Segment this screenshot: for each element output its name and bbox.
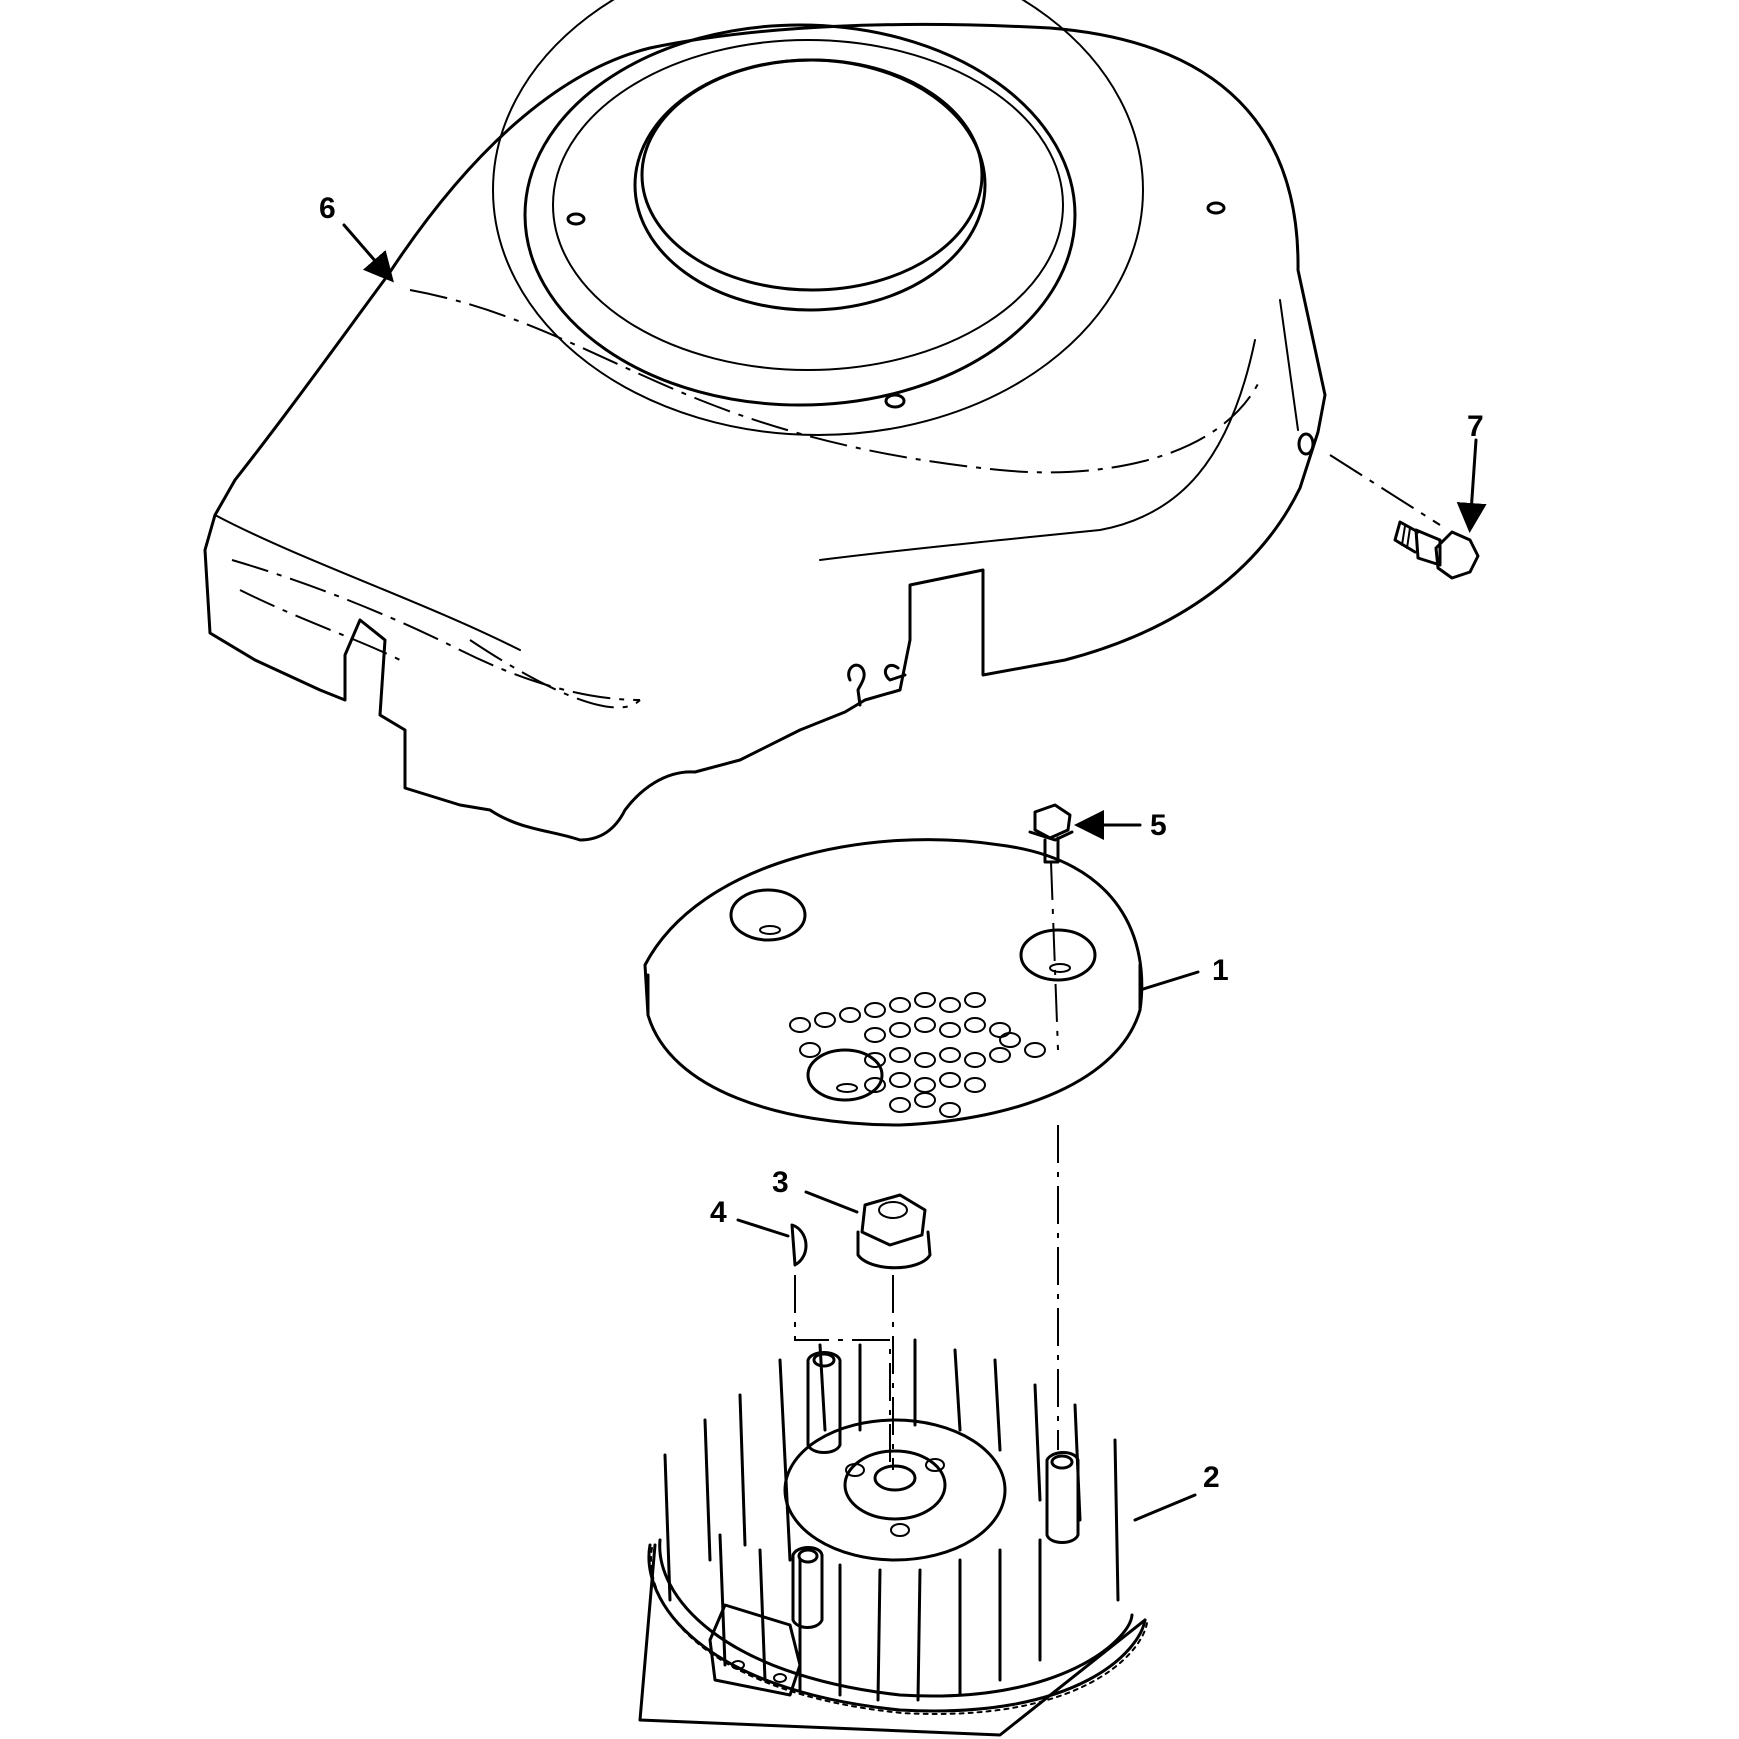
- bolt: [1393, 520, 1480, 580]
- flywheel-nut: [856, 1193, 932, 1270]
- callout-1: 1: [1212, 954, 1229, 987]
- blower-housing: [203, 0, 1327, 842]
- callout-3-leader: [804, 1190, 859, 1214]
- callout-1-leader: [1138, 970, 1200, 992]
- callout-3: 3: [772, 1166, 789, 1199]
- callout-5: 5: [1150, 809, 1167, 842]
- callout-7-leader: [1456, 438, 1487, 533]
- callout-4-leader: [736, 1218, 790, 1238]
- callout-6-leader: [342, 223, 394, 283]
- callout-2-leader: [1133, 1493, 1197, 1522]
- callout-6: 6: [319, 192, 336, 225]
- flywheel: [638, 1338, 1148, 1737]
- callout-2: 2: [1203, 1461, 1220, 1494]
- woodruff-key: [790, 1223, 808, 1267]
- callout-4: 4: [710, 1196, 727, 1229]
- screw-alignment-line: [1050, 861, 1059, 1051]
- fan-cover-plate: [643, 838, 1144, 1127]
- key-alignment-line: [794, 1275, 891, 1470]
- callout-7: 7: [1467, 410, 1484, 443]
- bolt-alignment-line: [1329, 454, 1441, 526]
